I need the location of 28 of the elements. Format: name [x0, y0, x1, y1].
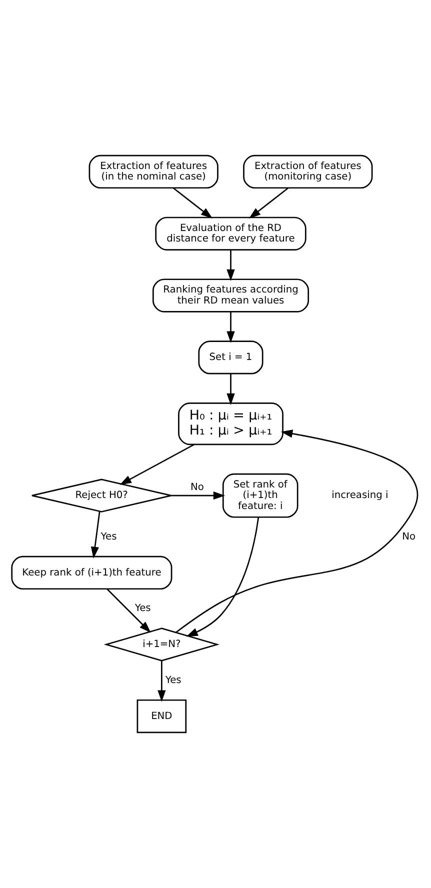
arrow [120, 444, 194, 485]
node-box: Ranking features according their RD mean values [152, 278, 310, 312]
edge-label: Yes [165, 674, 182, 686]
node-box: Extraction of features (monitoring case) [243, 154, 373, 189]
node-box: Set rank of (i+1)th feature: i [222, 473, 298, 518]
edge-label: No [402, 531, 416, 542]
arrow [186, 517, 260, 637]
arrow [248, 188, 288, 219]
edge-label: Yes [134, 603, 151, 614]
node-box: H₀ : μᵢ = μᵢ₊₁ H₁ : μᵢ > μᵢ₊₁ [178, 402, 284, 446]
arrow [90, 511, 100, 558]
node-box: Extraction of features (in the nominal case) [88, 154, 218, 189]
edge-label: No [190, 482, 204, 494]
arrow [176, 430, 418, 633]
edge-label: Yes [100, 531, 117, 542]
node-box: Evaluation of the RD distance for every feature [155, 216, 306, 250]
arrow [171, 492, 226, 500]
node-box: Set i = 1 [198, 340, 264, 374]
label: increasing i [332, 490, 388, 502]
arrow [226, 374, 235, 406]
node-box: Keep rank of (i+1)th feature [11, 556, 172, 590]
node-box: END [136, 699, 187, 734]
arrow [173, 188, 213, 219]
arrow [158, 660, 166, 702]
arrow [226, 250, 235, 282]
arrow [106, 588, 151, 633]
arrow [226, 312, 235, 343]
node-diamond: Reject H0? [31, 478, 172, 512]
